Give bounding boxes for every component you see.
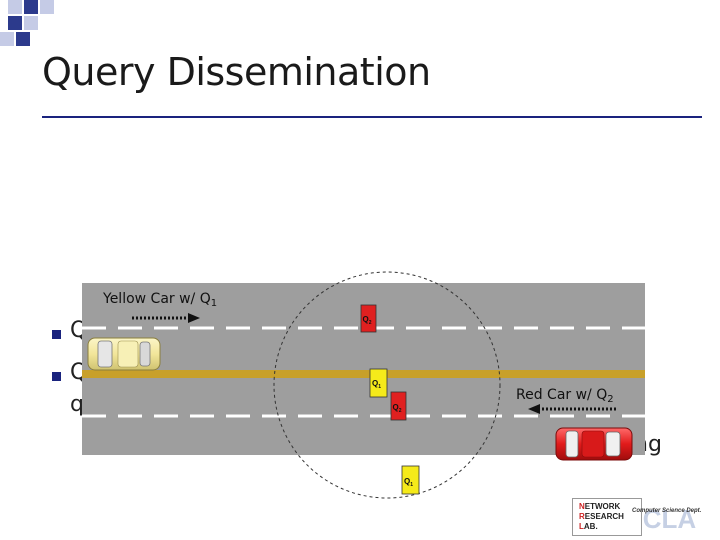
- logo-line-research: RESEARCH: [579, 512, 624, 521]
- svg-text:Q2: Q2: [363, 315, 372, 326]
- logo-line-lab: LAB.: [579, 522, 598, 531]
- red-car-direction-arrow: [528, 404, 616, 414]
- bullet-text-2-continuation: q: [70, 392, 84, 417]
- query-tag-q2-top: Q2: [360, 304, 377, 333]
- road-center-line: [82, 370, 645, 378]
- logo-line-network: NETWORK: [579, 502, 621, 511]
- corner-squares-decoration: [0, 0, 54, 46]
- svg-text:Q1: Q1: [404, 477, 413, 488]
- network-research-lab-logo: UCLA NETWORK RESEARCH LAB. Computer Scie…: [572, 496, 710, 536]
- query-tag-q2-middle: Q2: [390, 391, 407, 421]
- radio-range-circle: [273, 271, 501, 499]
- red-car-icon: [555, 427, 633, 461]
- bullet-marker: [52, 372, 61, 381]
- svg-text:Q1: Q1: [372, 379, 381, 390]
- logo-box: NETWORK RESEARCH LAB.: [572, 498, 642, 536]
- red-car-label: Red Car w/ Q2: [516, 387, 614, 405]
- yellow-car-icon: [87, 337, 161, 371]
- title-underline: [42, 116, 702, 118]
- yellow-car-direction-arrow: [132, 313, 200, 323]
- slide-title: Query Dissemination: [42, 50, 431, 94]
- bullet-marker: [52, 330, 61, 339]
- query-tag-q1-middle: Q1: [369, 368, 388, 398]
- query-tag-q1-bottom: Q1: [401, 465, 420, 495]
- logo-department: Computer Science Dept.: [632, 508, 702, 514]
- yellow-car-label: Yellow Car w/ Q1: [102, 291, 217, 309]
- svg-text:Q2: Q2: [393, 403, 402, 414]
